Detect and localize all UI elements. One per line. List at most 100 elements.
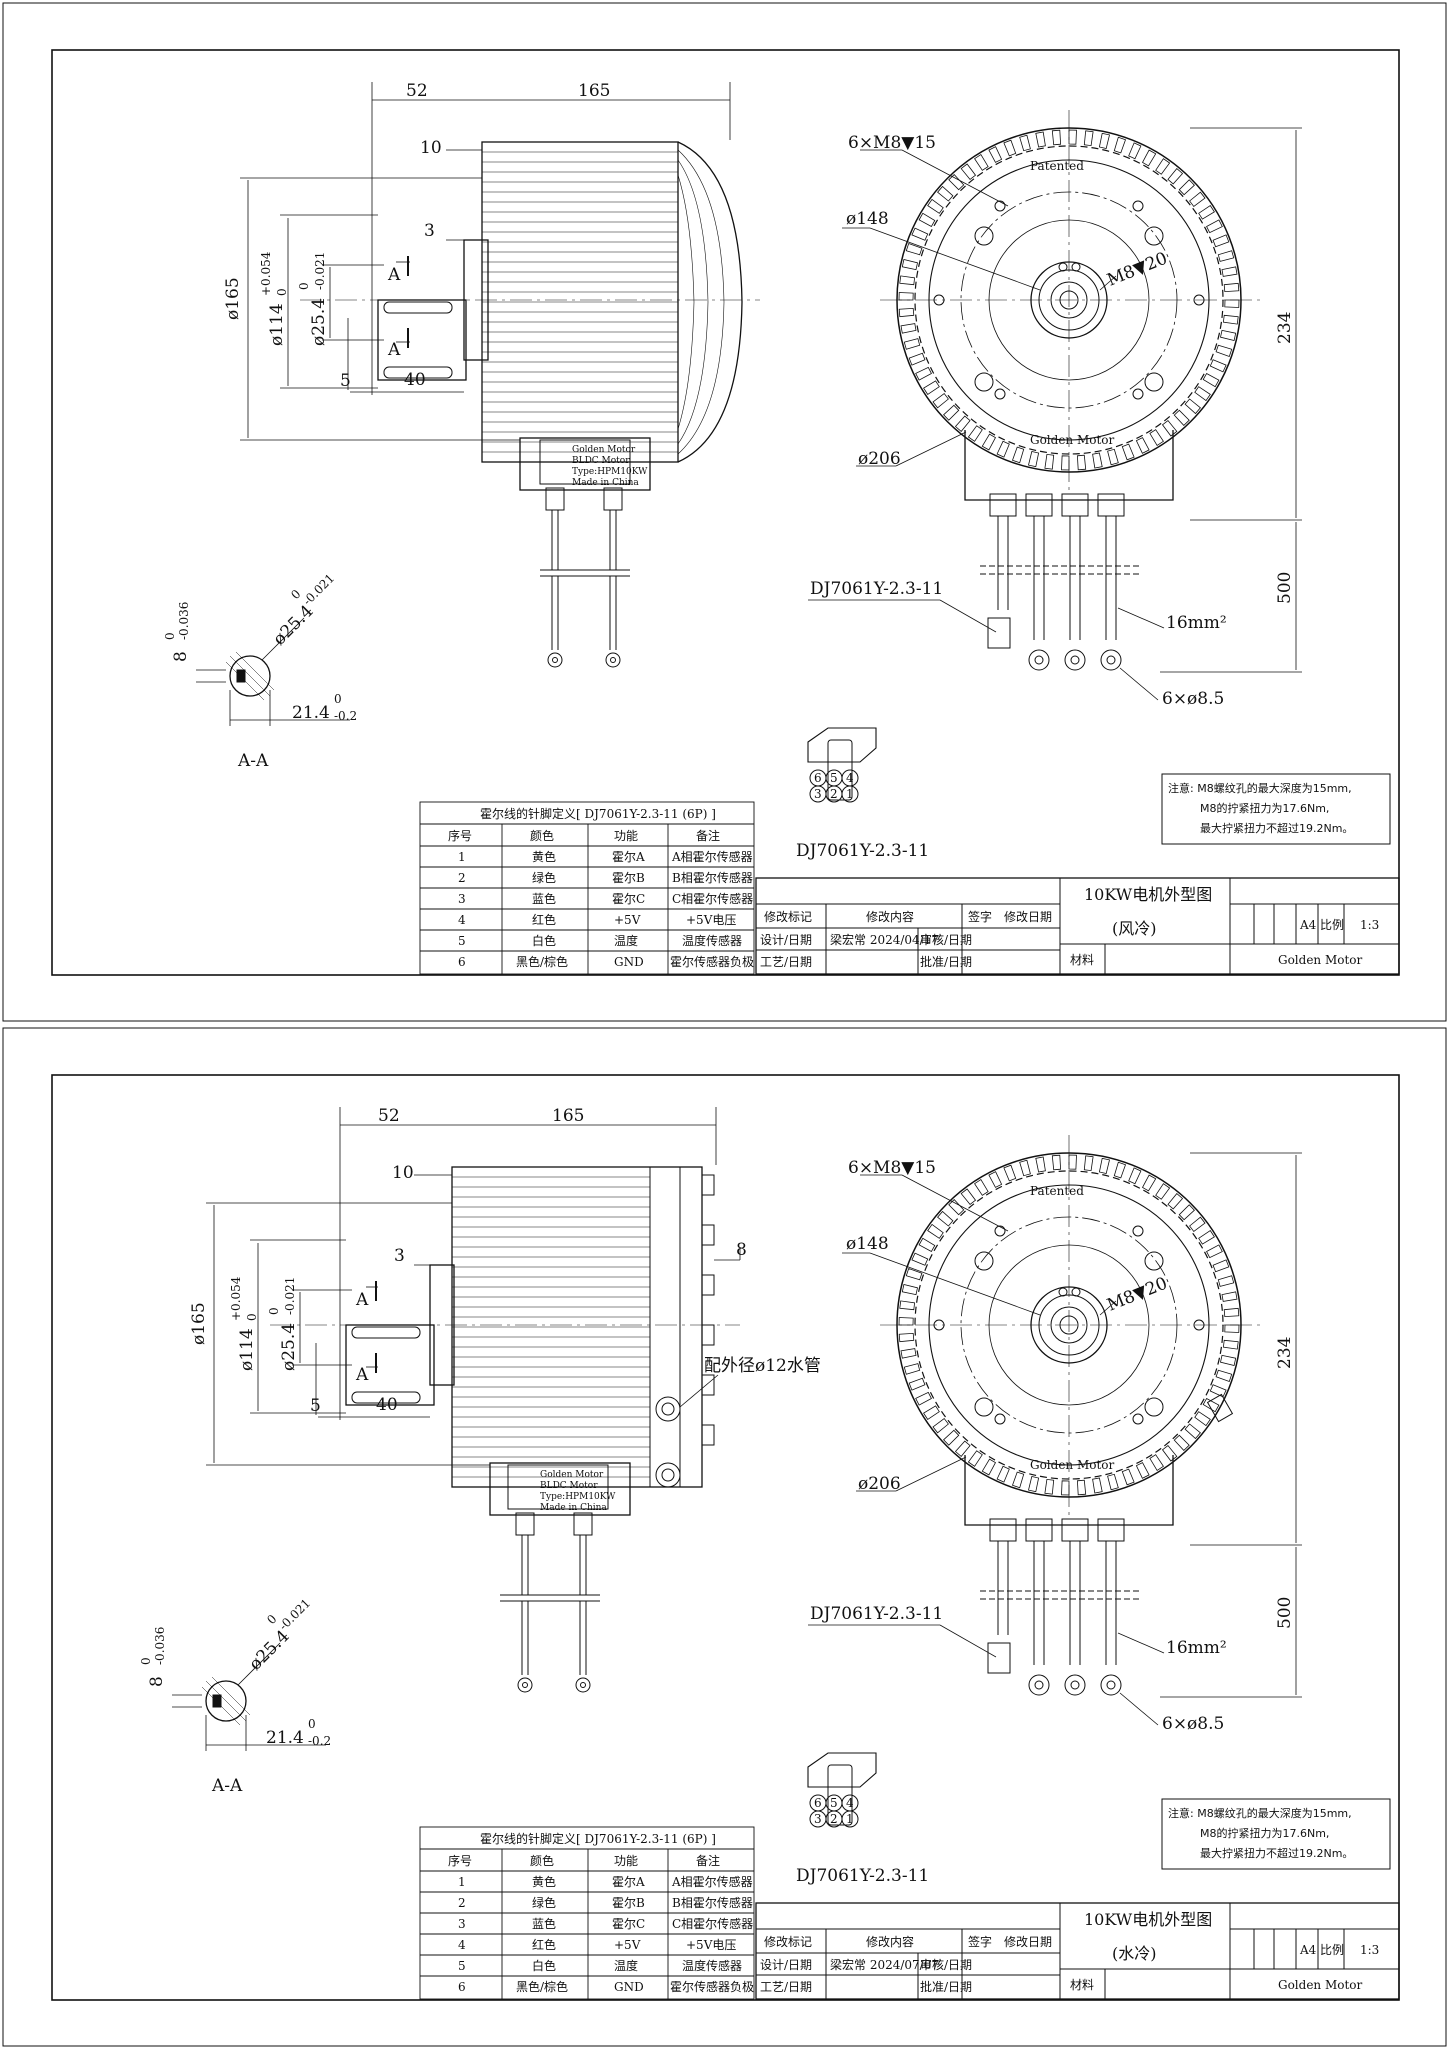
section-mark-a-bottom: A: [387, 340, 401, 360]
dim-dia-25-4: ø25.4: [309, 298, 329, 346]
tol-21-4-upper: 0: [308, 1717, 316, 1731]
rev-process-label: 工艺/日期: [760, 1980, 812, 1994]
housing-tooth: [1141, 1174, 1157, 1192]
pin-row-1-color: 黄色: [532, 850, 556, 864]
rev-design-label: 设计/日期: [760, 933, 812, 947]
housing-tooth: [1092, 452, 1103, 469]
housing-tooth: [927, 1223, 944, 1239]
housing-tooth: [911, 1252, 929, 1266]
housing-tooth: [1178, 1204, 1195, 1221]
tol-25-4-upper: 0: [297, 282, 311, 290]
sheet-1-svg: 52 165 10 3 5 40 A A ø165 ø114 +0.054 0 …: [2, 2, 1447, 1022]
label-lug-6x8-5: 6×ø8.5: [1162, 1714, 1224, 1734]
housing-tooth: [911, 227, 929, 241]
pin-row-2-no: 2: [458, 871, 466, 885]
tol-25-4-upper: 0: [267, 1307, 281, 1315]
tol-21-4-upper: 0: [334, 692, 342, 706]
dim-40: 40: [376, 1395, 398, 1415]
housing-tooth: [1198, 1230, 1215, 1245]
section-label: A-A: [237, 751, 269, 771]
pin-row-1-function: 霍尔A: [612, 1874, 645, 1889]
pin-row-3-function: 霍尔C: [612, 891, 645, 906]
company-name: Golden Motor: [1278, 953, 1363, 967]
connector-label: DJ7061Y-2.3-11: [796, 841, 929, 861]
housing-tooth: [1113, 136, 1127, 154]
drawing-sheet-water-cooled: 52 165 10 3 5 40 A A 8 配外径ø12水管 ø165 ø11…: [0, 1025, 1449, 2050]
notes-box: [1161, 773, 1391, 845]
housing-tooth: [1051, 129, 1062, 146]
note-line-3: 最大拧紧扭力不超过19.2Nm。: [1200, 1846, 1353, 1860]
dim-keyway-8: 8: [171, 651, 191, 662]
front-teeth: [898, 129, 1240, 471]
dim-dia-114: ø114: [267, 303, 287, 346]
patented-text: Patented: [1030, 159, 1084, 173]
dim-keyway-8: 8: [147, 1676, 167, 1687]
pin-row-5-function: 温度: [614, 1958, 638, 1973]
pin-row-1-remark: A相霍尔传感器: [671, 849, 753, 864]
pin-table-title: 霍尔线的针脚定义[ DJ7061Y-2.3-11 (6P) ]: [480, 806, 716, 821]
housing-tooth: [1149, 429, 1164, 446]
housing-tooth: [900, 323, 917, 334]
plate-line-1: Golden Motor: [572, 445, 636, 455]
housing-tooth: [1178, 179, 1195, 196]
housing-tooth: [1044, 1478, 1055, 1495]
drawing-subtitle: (风冷): [1112, 919, 1157, 938]
rev-header-mark: 修改标记: [764, 909, 812, 924]
housing-tooth: [1068, 129, 1077, 145]
housing-tooth: [1068, 1154, 1077, 1170]
pin-3: 3: [814, 787, 822, 801]
title-block-text: 修改标记 修改内容 签字 修改日期 设计/日期 梁宏常 2024/07/07 审…: [760, 1910, 1379, 1994]
sheet-2-svg: 52 165 10 3 5 40 A A 8 配外径ø12水管 ø165 ø11…: [2, 1027, 1447, 2047]
housing-tooth: [1083, 1155, 1094, 1172]
label-height-234: 234: [1275, 312, 1295, 344]
tol-25-4-lower: -0.021: [313, 252, 327, 290]
section-dimensions: 8 0 -0.036 ø25.4 0 -0.021 21.4 0 -0.2 A-…: [139, 1596, 331, 1796]
housing-tooth: [1223, 1307, 1240, 1318]
pin-5: 5: [830, 1796, 838, 1810]
housing-tooth: [1135, 437, 1150, 454]
tol-21-4-lower: -0.2: [334, 709, 357, 723]
scale-value: 1:3: [1360, 918, 1379, 932]
pin-row-4-remark: +5V电压: [686, 913, 736, 927]
dim-165-length: 165: [578, 81, 610, 101]
pin-row-5-remark: 温度传感器: [682, 1958, 742, 1973]
housing-tooth: [1220, 329, 1237, 341]
housing-tooth: [1209, 1384, 1227, 1398]
pin-row-5-color: 白色: [532, 933, 556, 948]
pin-row-1-color: 黄色: [532, 1875, 556, 1889]
housing-tooth: [1215, 1369, 1233, 1383]
housing-tooth: [923, 1405, 940, 1420]
rev-header-content: 修改内容: [866, 1934, 914, 1949]
drawing-title: 10KW电机外型图: [1084, 885, 1212, 904]
plate-line-2: BLDC Motor: [540, 1481, 598, 1491]
housing-tooth: [932, 1417, 949, 1434]
paper-size: A4: [1299, 1943, 1317, 1957]
housing-tooth: [1189, 191, 1206, 208]
label-length-500: 500: [1275, 572, 1295, 604]
pin-row-6-remark: 霍尔传感器负极: [670, 1979, 754, 1994]
tol-8-upper: 0: [139, 1657, 153, 1665]
pin-row-5-function: 温度: [614, 933, 638, 948]
housing-tooth: [1212, 234, 1230, 248]
housing-tooth: [1224, 299, 1240, 308]
pin-row-2-remark: B相霍尔传感器: [672, 1895, 753, 1910]
dim-dia-165: ø165: [189, 1302, 209, 1345]
housing-tooth: [981, 433, 997, 451]
pin-row-2-function: 霍尔B: [612, 1895, 645, 1910]
pin-4: 4: [846, 1796, 854, 1810]
rev-header-sign: 签字: [968, 909, 992, 924]
side-view: [206, 1107, 741, 1693]
pin-row-4-function: +5V: [614, 913, 641, 927]
rev-review-label: 审核/日期: [920, 932, 972, 947]
housing-tooth: [1167, 1193, 1184, 1210]
housing-tooth: [1011, 446, 1025, 464]
front-teeth: [898, 1154, 1240, 1496]
housing-tooth: [908, 1377, 926, 1391]
pin-row-4-no: 4: [458, 1938, 466, 1952]
dim-21-4: 21.4: [292, 703, 330, 723]
housing-tooth: [1035, 1156, 1046, 1173]
housing-tooth: [901, 1284, 918, 1296]
patented-text: Patented: [1030, 1184, 1084, 1198]
paper-size: A4: [1299, 918, 1317, 932]
tol-114-upper: +0.054: [259, 251, 273, 296]
